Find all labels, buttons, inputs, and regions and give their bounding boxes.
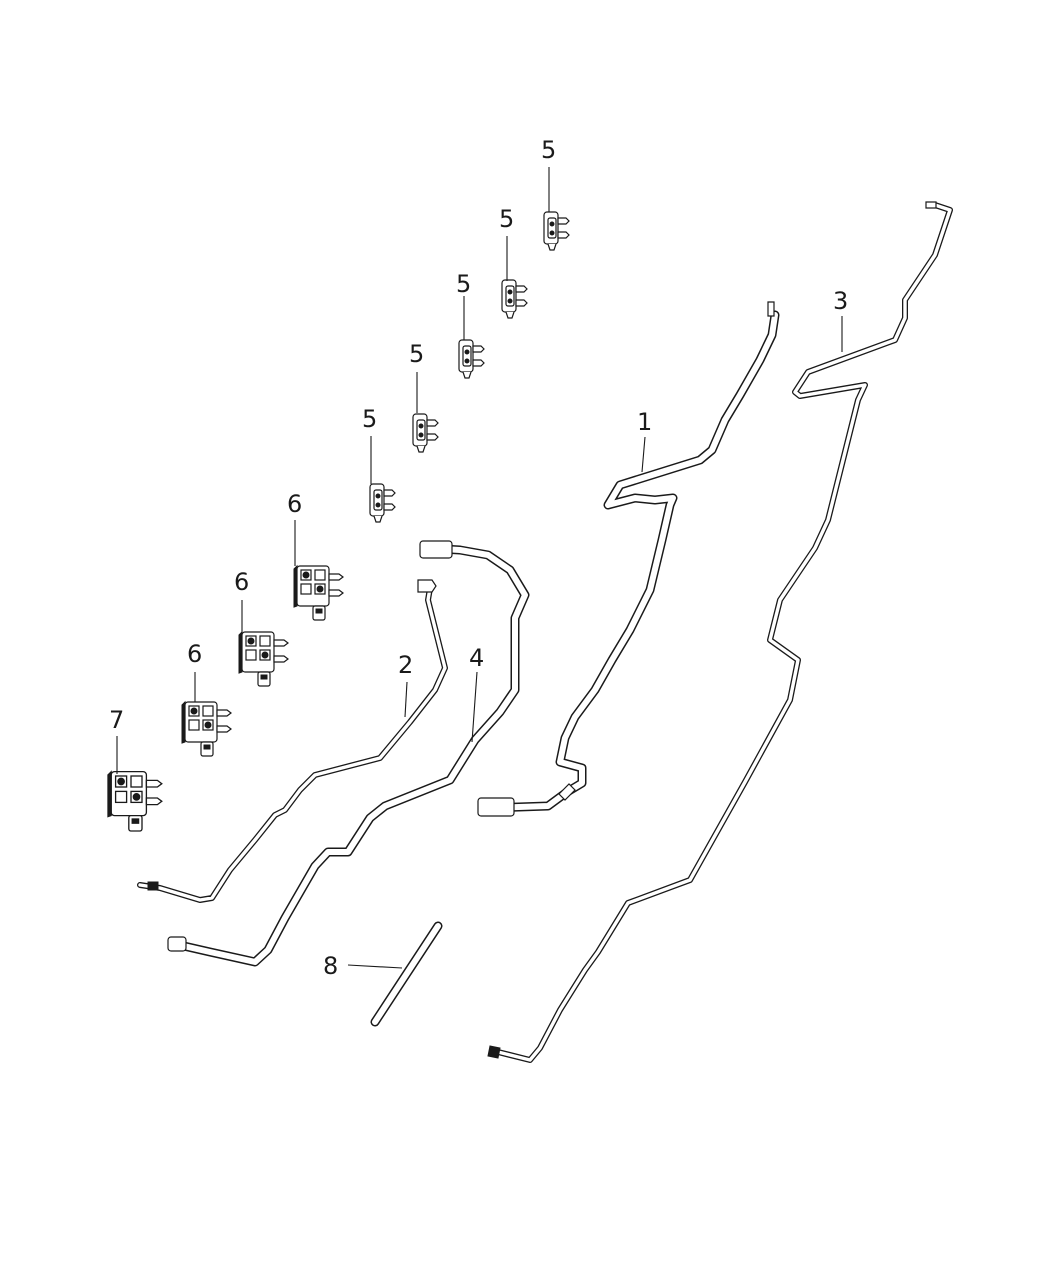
- clip-7: [107, 770, 163, 832]
- callout-label-6b: 6: [234, 568, 249, 596]
- clip-5-d: [412, 413, 439, 453]
- callout-label-1: 1: [637, 408, 652, 436]
- brake-line-3: [487, 201, 953, 1063]
- clip-5-c: [458, 339, 485, 379]
- brake-line-1: [477, 301, 780, 817]
- clip-5-b: [501, 279, 528, 319]
- clip-6-b: [238, 631, 289, 687]
- callout-label-5d: 5: [409, 340, 424, 368]
- callout-5d: 5: [409, 340, 424, 413]
- callout-3: 3: [833, 287, 848, 352]
- callout-label-7: 7: [109, 706, 124, 734]
- callout-label-6c: 6: [187, 640, 202, 668]
- callout-label-5e: 5: [362, 405, 377, 433]
- callout-5b: 5: [499, 205, 514, 281]
- clip-5-a: [543, 211, 570, 251]
- callout-4: 4: [469, 644, 484, 743]
- callout-label-5a: 5: [541, 136, 556, 164]
- callout-7: 7: [109, 706, 124, 774]
- callout-1: 1: [637, 408, 652, 473]
- clip-5-e: [369, 483, 396, 523]
- callout-5a: 5: [541, 136, 556, 212]
- callout-label-2: 2: [398, 651, 413, 679]
- callout-8: 8: [323, 952, 403, 980]
- callout-label-5c: 5: [456, 270, 471, 298]
- callout-label-5b: 5: [499, 205, 514, 233]
- callout-label-6a: 6: [287, 490, 302, 518]
- callout-5e: 5: [362, 405, 377, 484]
- callout-2: 2: [398, 651, 413, 718]
- callout-label-8: 8: [323, 952, 338, 980]
- callout-5c: 5: [456, 270, 471, 340]
- callout-6c: 6: [187, 640, 202, 702]
- brake-line-2: [137, 579, 448, 903]
- tube-rod-8: [370, 921, 443, 1027]
- callout-6a: 6: [287, 490, 302, 566]
- clip-6-a: [293, 565, 344, 621]
- brake-line-4: [167, 540, 530, 967]
- clip-6-c: [181, 701, 232, 757]
- callout-label-4: 4: [469, 644, 484, 672]
- callout-label-3: 3: [833, 287, 848, 315]
- callout-6b: 6: [234, 568, 249, 632]
